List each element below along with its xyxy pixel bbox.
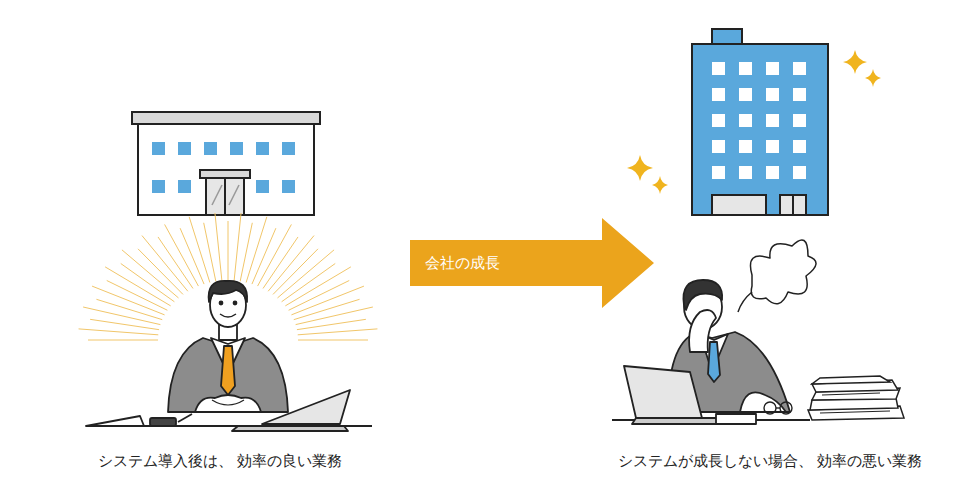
sun-ray — [138, 249, 183, 295]
window — [712, 114, 725, 127]
window — [739, 166, 752, 179]
sun-ray — [228, 221, 229, 281]
window — [739, 88, 752, 101]
sun-ray — [285, 267, 351, 306]
window — [739, 62, 752, 75]
sun-ray — [297, 319, 366, 329]
paper-stack — [808, 376, 904, 420]
arrow-polygon — [410, 218, 654, 308]
window — [712, 166, 725, 179]
window — [739, 140, 752, 153]
window — [793, 114, 806, 127]
sun-ray — [298, 340, 368, 341]
sun-ray — [273, 249, 318, 295]
window — [766, 62, 779, 75]
sun-ray — [142, 236, 188, 292]
caption-text: システムが成長しない場合、 効率の悪い業務 — [616, 452, 925, 471]
sunburst-rays — [79, 213, 378, 340]
sun-ray — [282, 264, 336, 302]
sun-ray — [189, 217, 210, 283]
sun-ray — [252, 228, 276, 284]
sun-ray — [215, 213, 222, 281]
sun-ray — [263, 237, 298, 289]
sun-ray — [204, 223, 216, 282]
window — [793, 140, 806, 153]
window — [739, 114, 752, 127]
sun-ray — [268, 236, 314, 292]
sun-ray — [180, 228, 204, 284]
window — [793, 88, 806, 101]
sun-ray — [294, 299, 360, 319]
sun-ray — [296, 307, 373, 325]
sun-ray — [121, 264, 175, 302]
arrow-label: 会社の成長 — [425, 254, 500, 273]
tall-office-building — [692, 29, 828, 215]
caption-text: システム導入後は、 効率の良い業務 — [96, 452, 345, 471]
window — [766, 166, 779, 179]
sun-ray — [88, 340, 158, 341]
growth-arrow: 会社の成長 — [410, 218, 654, 308]
sun-ray — [90, 319, 159, 329]
sun-ray — [122, 250, 179, 298]
window — [793, 166, 806, 179]
window — [793, 62, 806, 75]
sun-ray — [105, 267, 171, 306]
sun-ray — [298, 329, 378, 335]
sun-ray — [240, 223, 252, 282]
window — [712, 62, 725, 75]
window — [766, 114, 779, 127]
sun-ray — [107, 281, 168, 311]
sun-ray — [92, 286, 165, 315]
sun-ray — [234, 213, 241, 281]
sun-ray — [277, 250, 334, 298]
window — [766, 88, 779, 101]
sun-ray — [258, 224, 292, 286]
sun-ray — [291, 286, 364, 315]
small-office-building — [132, 112, 320, 215]
sun-ray — [165, 224, 199, 286]
sun-ray — [79, 329, 159, 335]
efficient-businessman — [86, 281, 372, 431]
window — [766, 140, 779, 153]
window — [712, 88, 725, 101]
window — [712, 140, 725, 153]
sparkles — [627, 50, 881, 194]
